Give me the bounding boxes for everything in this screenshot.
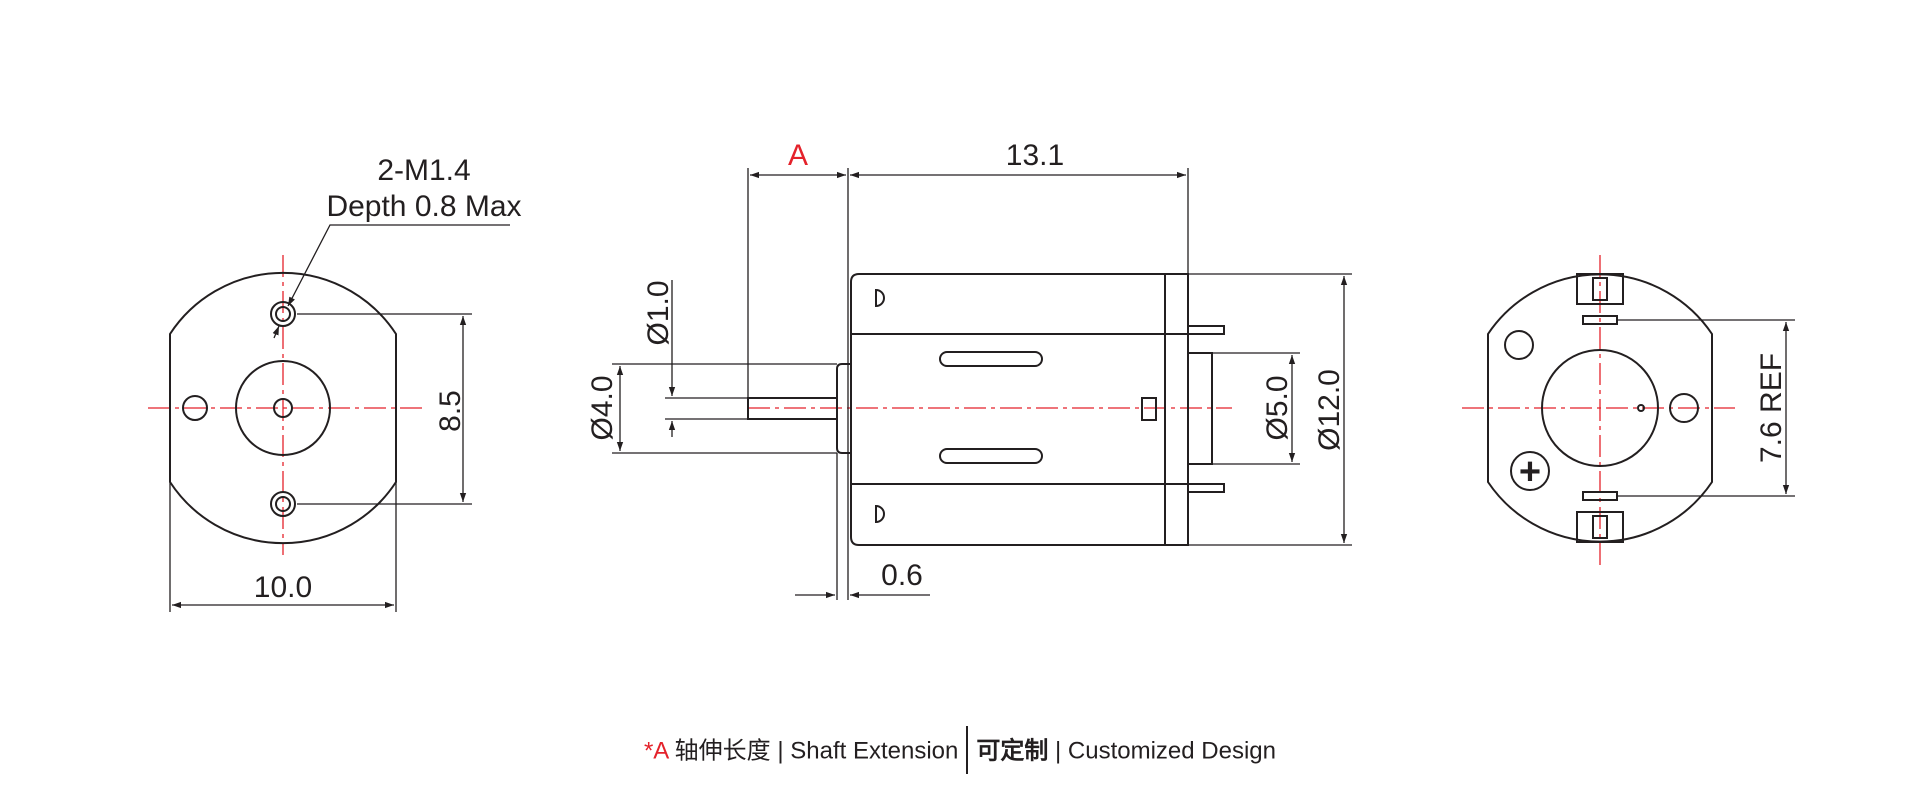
dim-shaft-diameter: Ø1.0 <box>642 280 675 345</box>
caption: *A 轴伸长度 | Shaft Extension 可定制 | Customize… <box>0 726 1920 776</box>
dim-body-diameter: Ø12.0 <box>1313 369 1346 451</box>
rear-dot <box>1637 404 1645 412</box>
caption-shaft-extension: 轴伸长度 | Shaft Extension <box>668 737 959 765</box>
d-mark-bottom <box>875 504 885 524</box>
front-shaft <box>273 398 293 418</box>
rear-vent-hole-top <box>1504 330 1534 360</box>
dim-shaft-extension: A <box>788 139 808 172</box>
thread-hole-top-outer <box>270 301 296 327</box>
rear-vent-hole-right <box>1669 393 1699 423</box>
thread-note-line1: 2-M1.4 <box>377 154 470 187</box>
can-body <box>850 273 1189 546</box>
thread-note-line2: Depth 0.8 Max <box>326 190 521 223</box>
caption-marker: *A <box>643 737 668 765</box>
rear-terminal-top-inner <box>1592 277 1608 301</box>
dim-rear-boss-diameter: Ø5.0 <box>1261 375 1294 440</box>
thread-hole-bottom-inner <box>275 496 291 512</box>
terminal-top <box>1187 325 1225 335</box>
dim-hole-pitch: 8.5 <box>434 390 467 432</box>
d-mark-top <box>875 288 885 308</box>
dim-terminal-pitch: 7.6 REF <box>1755 353 1788 463</box>
front-vent-hole <box>182 395 208 421</box>
polarity-mark: + <box>1519 451 1541 493</box>
dim-flange-thickness: 0.6 <box>881 559 923 592</box>
front-view <box>148 224 510 612</box>
dim-body-length: 13.1 <box>1006 139 1064 172</box>
front-boss <box>235 360 331 456</box>
rear-terminal-bottom-tab <box>1576 511 1624 543</box>
rear-terminal-top-tab <box>1576 273 1624 305</box>
dim-boss-diameter: Ø4.0 <box>586 375 619 440</box>
caption-customized-design: | Customized Design <box>1048 737 1277 765</box>
thread-hole-top-inner <box>275 306 291 322</box>
rear-boss <box>1541 349 1659 467</box>
thread-hole-bottom-outer <box>270 491 296 517</box>
rear-outline <box>1487 273 1713 543</box>
rear-view <box>1462 255 1795 568</box>
caption-customizable-cn: 可定制 <box>976 737 1049 765</box>
thread-leader <box>287 224 510 307</box>
brush-slot-marker <box>1141 397 1157 421</box>
side-view <box>612 168 1352 600</box>
shaft <box>747 397 838 420</box>
slot-bottom <box>939 448 1043 464</box>
terminal-bottom <box>1187 483 1225 493</box>
rear-boss <box>1187 352 1213 465</box>
dim-width: 10.0 <box>254 571 312 604</box>
caption-divider <box>966 726 969 774</box>
polarity-circle <box>1510 451 1550 491</box>
rear-terminal-bottom-inner <box>1592 515 1608 539</box>
slot-top <box>939 351 1043 367</box>
